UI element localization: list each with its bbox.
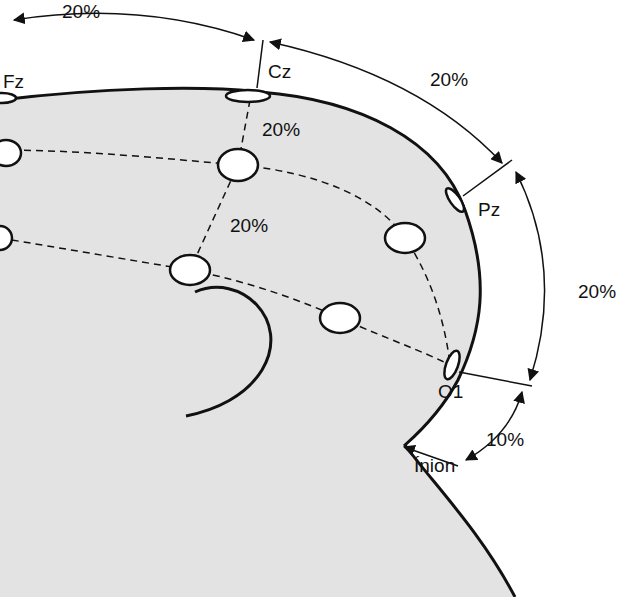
electrode bbox=[443, 186, 467, 215]
electrode bbox=[226, 90, 270, 102]
tick-lines bbox=[257, 40, 532, 386]
electrode bbox=[320, 303, 360, 333]
electrode bbox=[0, 140, 21, 166]
percent-label: 20% bbox=[230, 216, 268, 235]
electrode bbox=[385, 223, 425, 253]
percent-label: 20% bbox=[578, 282, 616, 301]
electrode bbox=[441, 349, 463, 381]
electrode-name: Pz bbox=[478, 200, 500, 219]
dashed-guide bbox=[190, 100, 250, 270]
electrode-name: O1 bbox=[438, 382, 463, 401]
electrode bbox=[170, 255, 210, 285]
dashed-guide bbox=[0, 238, 450, 365]
electrode bbox=[0, 226, 12, 250]
percent-label: 20% bbox=[262, 120, 300, 139]
percent-label: 20% bbox=[430, 70, 468, 89]
electrode-name: Fz bbox=[3, 72, 24, 91]
percent-label: 10% bbox=[486, 430, 524, 449]
head-outline bbox=[0, 88, 515, 597]
electrode-name: Cz bbox=[268, 62, 291, 81]
anatomy-label: Ínion bbox=[414, 456, 455, 475]
electrode bbox=[218, 149, 258, 181]
ear-outline bbox=[186, 287, 271, 416]
measure-arcs bbox=[14, 13, 545, 466]
dashed-guide bbox=[0, 150, 450, 365]
head-fill bbox=[0, 88, 515, 597]
electrode bbox=[0, 93, 16, 103]
electrode-group bbox=[0, 90, 467, 381]
percent-label: 20% bbox=[62, 2, 100, 21]
